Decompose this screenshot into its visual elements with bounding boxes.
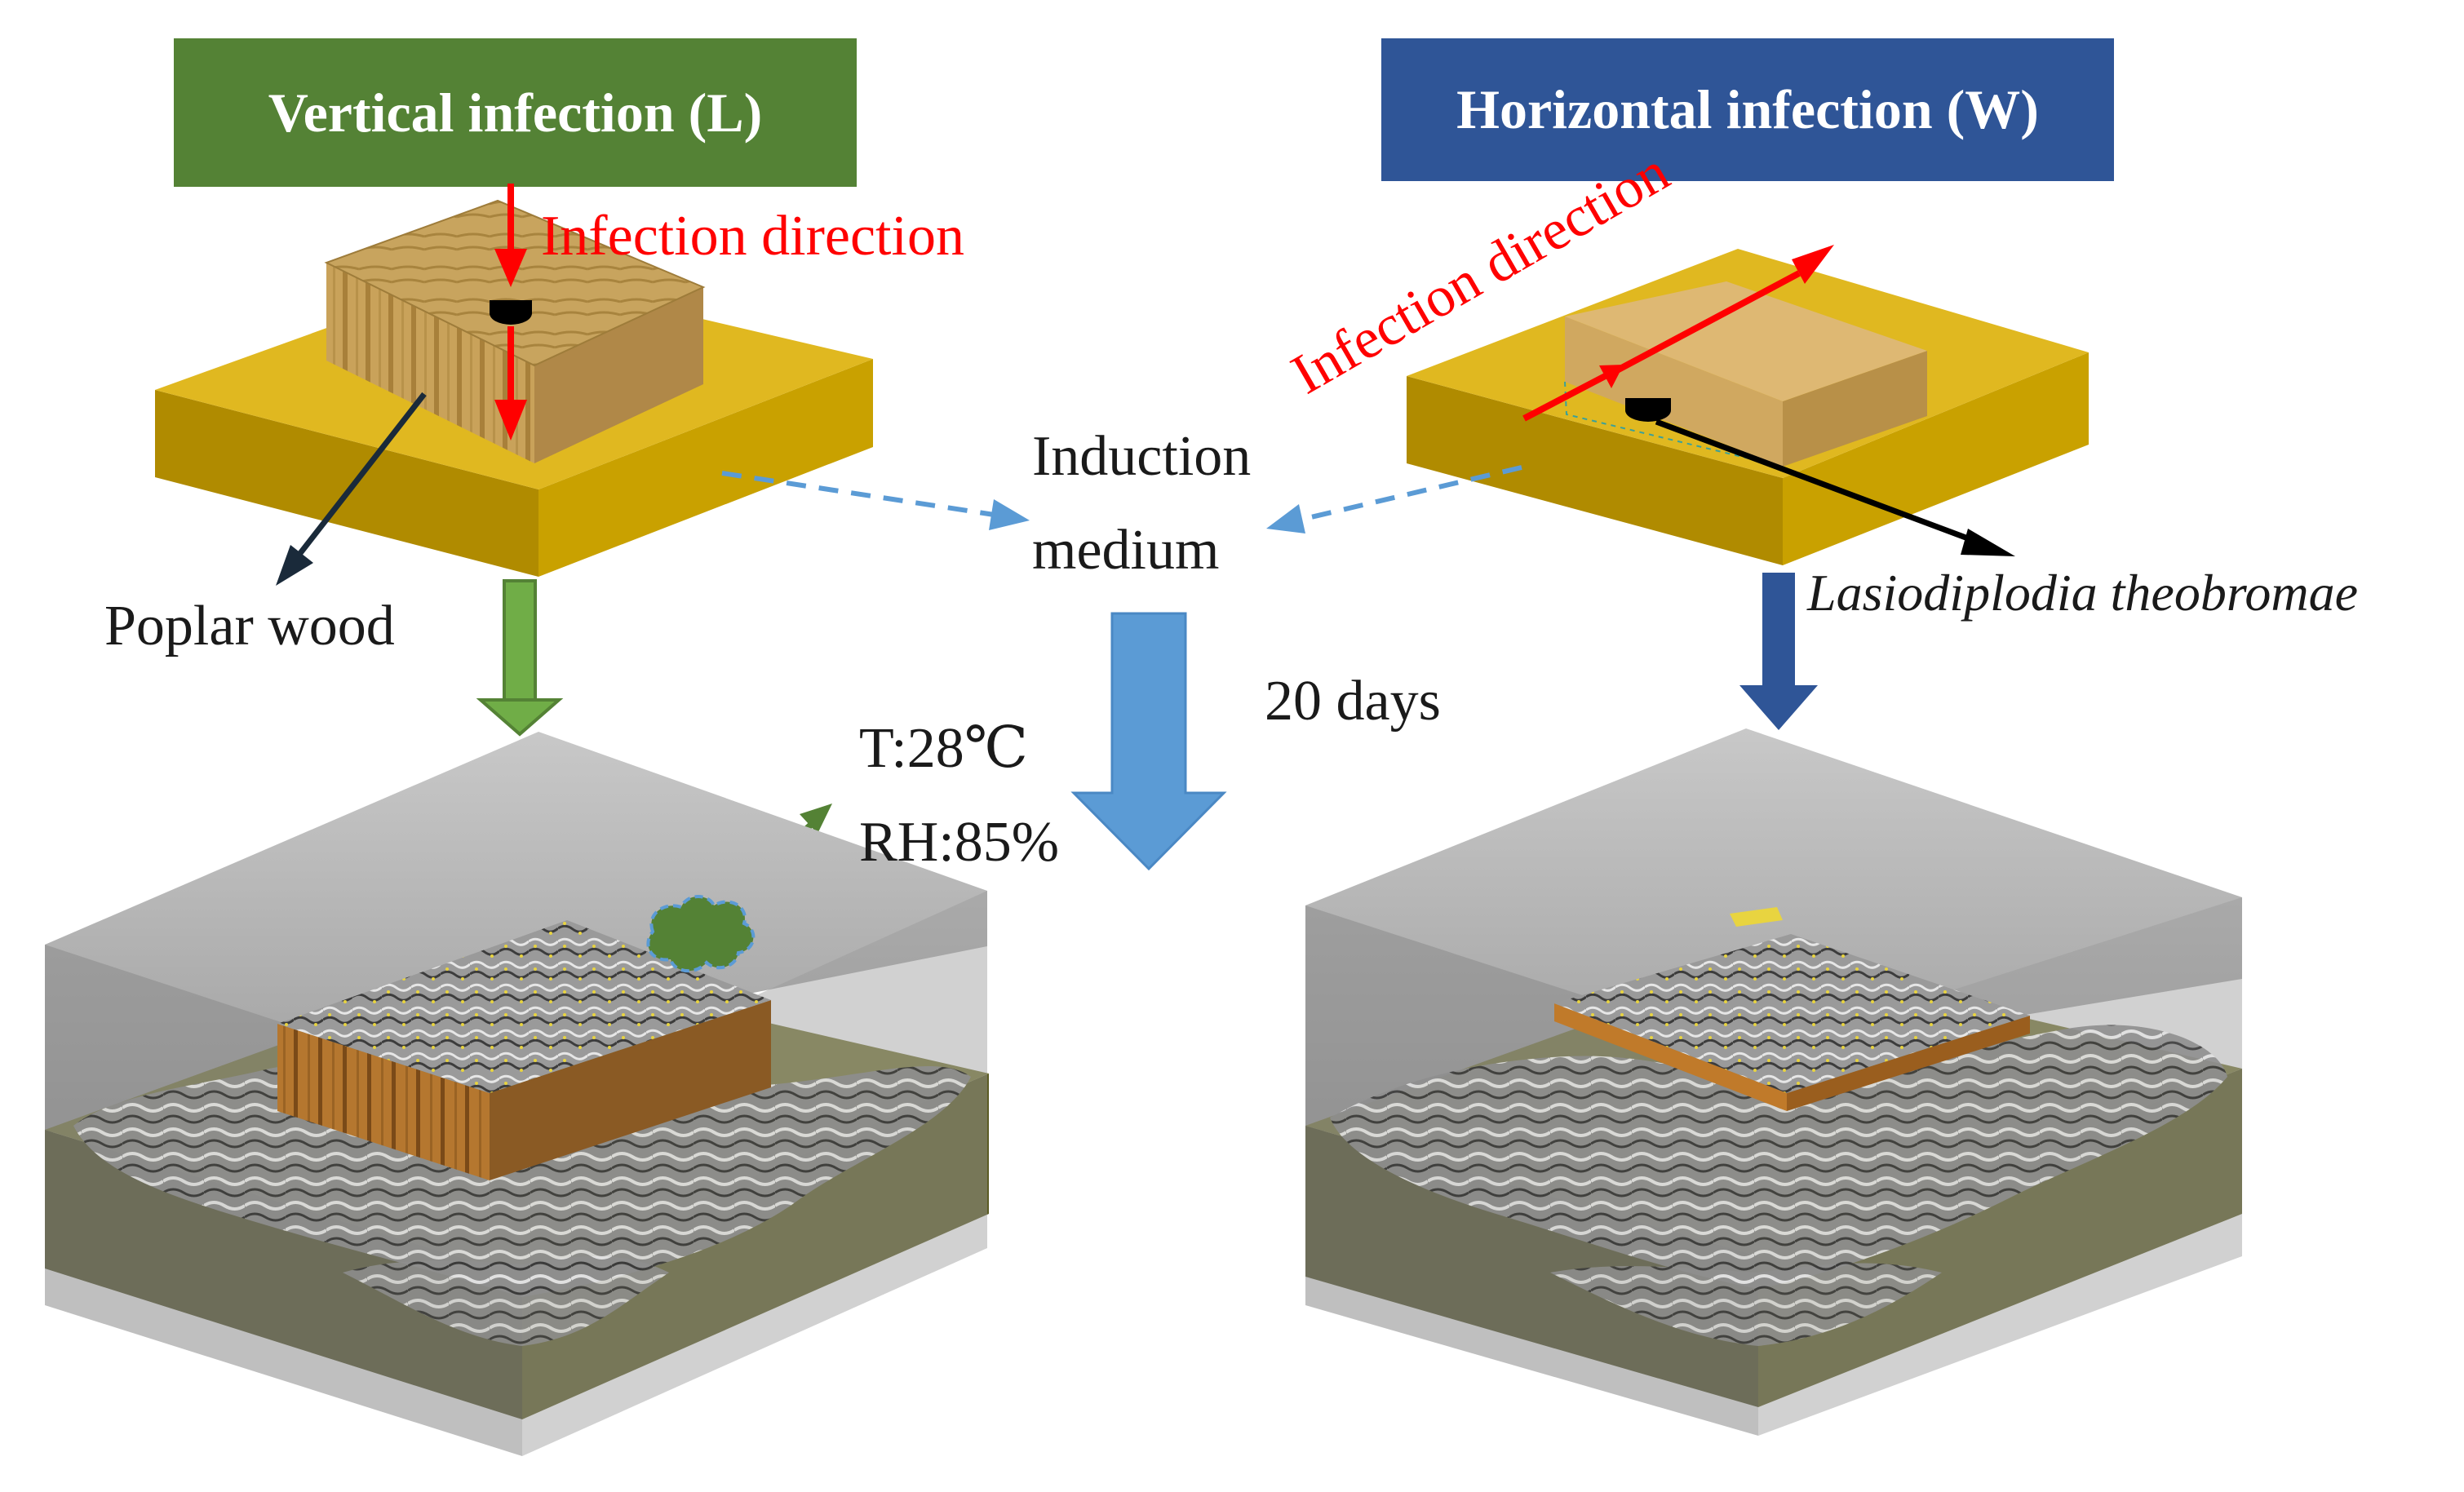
infection-direction-label-left: Infection direction [541,205,964,268]
horizontal-title-box [1381,38,2114,181]
induction-medium-label-line2: medium [1032,519,1220,582]
poplar-wood-pointer-arrow [276,392,427,586]
blue-down-arrow [1739,573,1818,730]
incubation-days-label: 20 days [1265,670,1441,733]
horizontal-title: Horizontal infection (W) [1381,38,2114,181]
vertical-title-text: Vertical infection (L) [268,81,763,144]
infection-direction-arrow-right [1522,245,1834,422]
fungus-pointer-arrow [1655,418,2015,556]
green-down-arrow [476,579,564,737]
induction-medium-label-line1: Induction [1032,425,1252,488]
infection-direction-arrow-left [494,184,527,441]
poplar-wood-block-vertical [324,199,706,463]
fungus-disc-left-body [490,300,532,313]
vertical-title-box [174,38,857,187]
colonized-wood-block-vertical [277,920,771,1180]
temperature-label: T:28℃ [859,717,1029,780]
horizontal-title-text: Horizontal infection (W) [1456,78,2039,140]
poplar-wood-label: Poplar wood [104,595,395,657]
fungus-name-label: Lasiodiplodia theobromae [1807,564,2358,622]
dashed-arrow-right-to-medium [1266,465,1522,533]
process-arrow-20-days [1070,612,1227,871]
mold-cloud [646,895,756,973]
dashed-arrow-left-to-medium [721,471,1030,530]
fungus-disc-right-body [1625,398,1671,410]
poplar-wood-block-horizontal [1564,281,1927,467]
humidity-label: RH:85% [859,811,1059,874]
colonized-wood-block-horizontal [1554,907,2030,1111]
vertical-title: Vertical infection (L) [174,38,857,187]
